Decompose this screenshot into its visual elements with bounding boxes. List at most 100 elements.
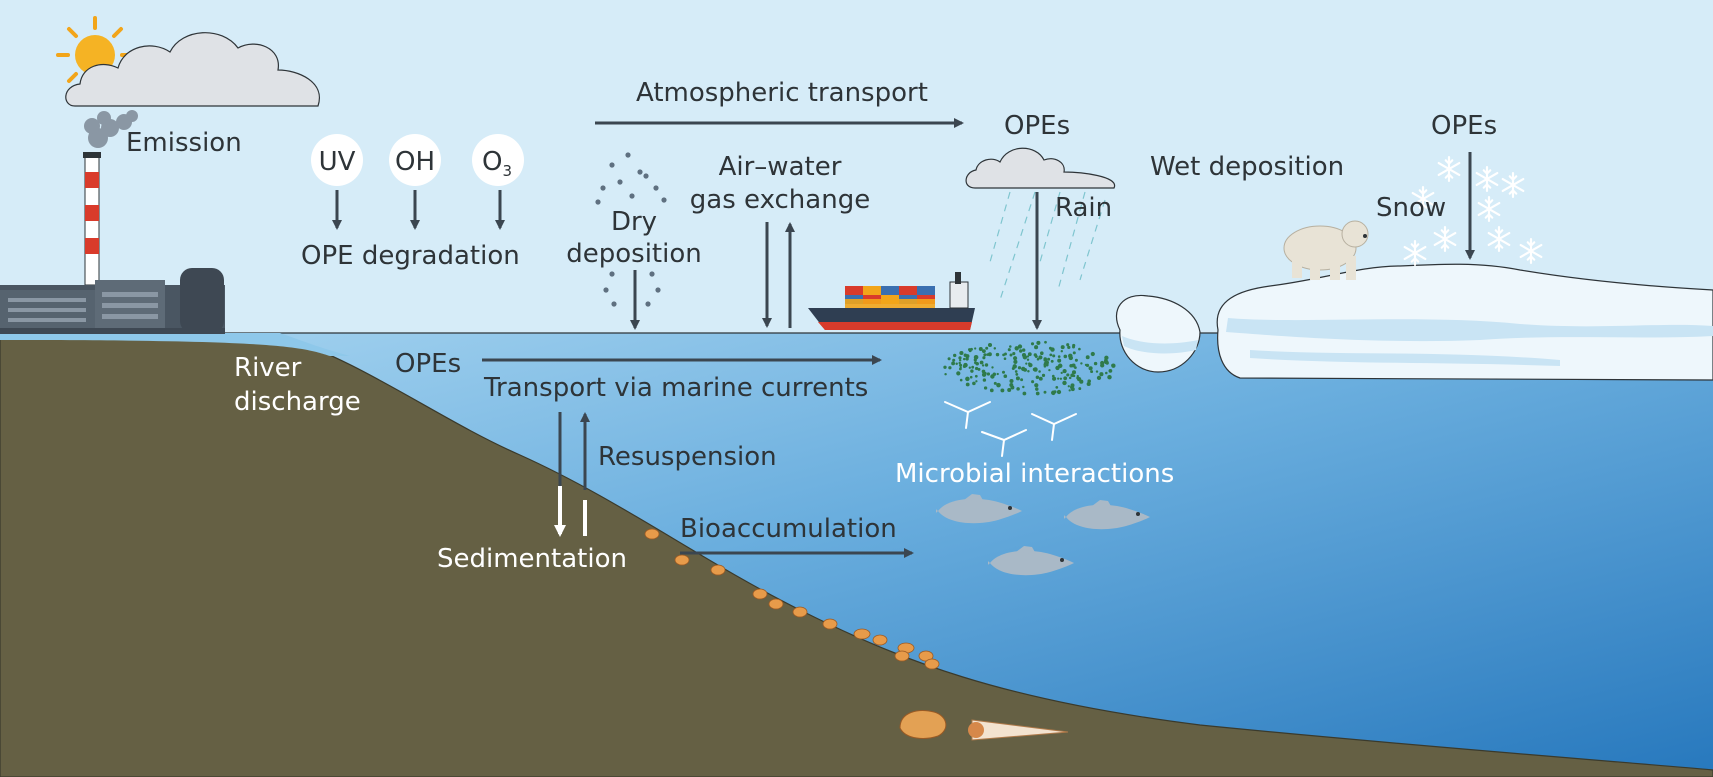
phytoplankton-dot bbox=[1063, 376, 1068, 381]
phytoplankton-dot bbox=[1074, 358, 1078, 362]
seabed bbox=[0, 335, 1713, 777]
phytoplankton-dot bbox=[1068, 376, 1072, 380]
phytoplankton-dot bbox=[1090, 370, 1094, 374]
phytoplankton-dot bbox=[963, 353, 967, 357]
phytoplankton-dot bbox=[953, 353, 957, 358]
phytoplankton-dot bbox=[1012, 364, 1017, 369]
phytoplankton-dot bbox=[1093, 361, 1098, 366]
phytoplankton-dot bbox=[969, 375, 973, 379]
phytoplankton-dot bbox=[975, 380, 978, 383]
phytoplankton-dot bbox=[996, 382, 1001, 388]
phytoplankton-dot bbox=[1067, 385, 1070, 388]
phytoplankton-dot bbox=[1060, 371, 1063, 375]
phytoplankton-dot bbox=[1071, 370, 1077, 375]
phytoplankton-dot bbox=[1033, 367, 1038, 372]
phytoplankton-dot bbox=[1057, 355, 1061, 358]
phytoplankton-dot bbox=[1088, 366, 1093, 371]
phytoplankton-dot bbox=[1036, 357, 1040, 361]
phytoplankton-dot bbox=[982, 356, 986, 360]
flow-arrows bbox=[332, 118, 1475, 558]
phytoplankton-dot bbox=[1025, 362, 1028, 365]
phytoplankton-dot bbox=[1070, 383, 1075, 388]
rain-cloud-icon bbox=[965, 147, 1115, 189]
phytoplankton-dot bbox=[1017, 366, 1022, 370]
phytoplankton-dot bbox=[1031, 380, 1035, 384]
uv-circle bbox=[311, 134, 363, 186]
phytoplankton-dot bbox=[1057, 377, 1060, 380]
phytoplankton-dot bbox=[993, 381, 997, 385]
label-o3-main: O bbox=[482, 147, 502, 177]
shell-icon bbox=[899, 710, 1069, 741]
phytoplankton-dot bbox=[1035, 387, 1039, 391]
phytoplankton-dot bbox=[1026, 355, 1030, 358]
phytoplankton-dot bbox=[1070, 387, 1075, 392]
label-uv: UV bbox=[319, 147, 356, 177]
phytoplankton-dot bbox=[1090, 351, 1095, 357]
label-sedimentation: Sedimentation bbox=[437, 544, 627, 574]
phytoplankton-dot bbox=[965, 382, 970, 387]
phytoplankton-dot bbox=[987, 342, 993, 348]
phytoplankton-dot bbox=[959, 359, 962, 362]
phytoplankton-dot bbox=[1034, 345, 1039, 350]
phytoplankton-dot bbox=[1033, 353, 1037, 357]
phytoplankton-dot bbox=[1057, 363, 1063, 369]
phytoplankton-dot bbox=[959, 350, 964, 356]
label-oh: OH bbox=[395, 147, 435, 177]
phytoplankton-dot bbox=[1078, 387, 1082, 391]
phytoplankton-dot bbox=[952, 358, 956, 362]
phytoplankton-dot bbox=[1095, 370, 1099, 373]
phytoplankton-dot bbox=[958, 361, 961, 365]
phytoplankton-dot bbox=[996, 372, 999, 376]
phytoplankton-dot bbox=[1062, 369, 1067, 374]
phytoplankton-dot bbox=[1048, 368, 1051, 372]
phytoplankton-dot bbox=[974, 347, 977, 350]
phytoplankton-dot bbox=[1002, 353, 1005, 357]
phytoplankton-dot bbox=[977, 367, 981, 371]
phytoplankton-dot bbox=[1038, 355, 1043, 360]
label-opes-cloud: OPEs bbox=[1004, 111, 1070, 141]
phytoplankton-dot bbox=[1038, 370, 1041, 373]
label-atmospheric-transport: Atmospheric transport bbox=[636, 78, 928, 108]
phytoplankton-dot bbox=[948, 366, 952, 370]
phytoplankton-dot bbox=[1049, 353, 1053, 357]
phytoplankton-dot bbox=[1072, 345, 1075, 349]
phytoplankton-dot bbox=[959, 366, 962, 369]
iceberg-small bbox=[1115, 294, 1201, 373]
phytoplankton-dot bbox=[983, 353, 987, 357]
phytoplankton-dot bbox=[1105, 361, 1109, 365]
phytoplankton-dot bbox=[965, 357, 969, 361]
phytoplankton-dot bbox=[1015, 376, 1020, 381]
phytoplankton-dot bbox=[1040, 351, 1044, 356]
phytoplankton-dot bbox=[1016, 387, 1020, 391]
label-bioaccumulation: Bioaccumulation bbox=[680, 514, 897, 544]
phytoplankton-dot bbox=[972, 381, 976, 386]
phytoplankton-dot bbox=[1036, 340, 1041, 345]
phytoplankton-dot bbox=[1096, 375, 1102, 381]
phytoplankton-dot bbox=[944, 372, 947, 376]
rain-lines bbox=[989, 191, 1106, 301]
phytoplankton-dot bbox=[1067, 345, 1071, 350]
phytoplankton-dot bbox=[1000, 388, 1005, 393]
phytoplankton-dot bbox=[986, 353, 989, 356]
phytoplankton-dot bbox=[1057, 358, 1062, 363]
phytoplankton-dot bbox=[1019, 349, 1023, 353]
phytoplankton-dot bbox=[956, 371, 961, 376]
phytoplankton-dot bbox=[951, 361, 956, 366]
phytoplankton-dot bbox=[955, 362, 958, 366]
phytoplankton-dot bbox=[1013, 356, 1018, 361]
label-dry-1: Dry bbox=[611, 207, 657, 237]
phytoplankton-dot bbox=[1023, 367, 1028, 372]
phytoplankton-dot bbox=[1022, 391, 1027, 396]
shell-cluster bbox=[644, 528, 940, 670]
phytoplankton-dot bbox=[943, 365, 947, 369]
cargo-ship-icon bbox=[808, 272, 975, 330]
phytoplankton-dot bbox=[965, 376, 970, 382]
phytoplankton-dot bbox=[1035, 375, 1040, 379]
oh-circle bbox=[389, 134, 441, 186]
phytoplankton-dot bbox=[1099, 372, 1104, 377]
phytoplankton-dot bbox=[959, 378, 963, 382]
phytoplankton-dot bbox=[981, 349, 986, 354]
label-o3: O3 bbox=[482, 147, 512, 180]
